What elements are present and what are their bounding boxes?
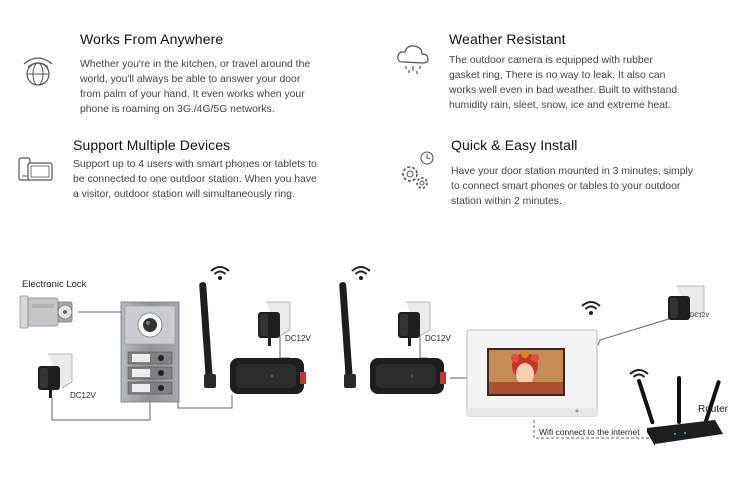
power-adapter — [398, 301, 431, 346]
feature-weather-resistant: Weather Resistant The outdoor camera is … — [0, 0, 750, 120]
rain-cloud-icon — [397, 45, 429, 74]
feature-title: Works From Anywhere — [80, 31, 224, 47]
wifi-transmitter — [199, 282, 306, 394]
feature-line: a visitor, outdoor station will simultan… — [73, 189, 295, 200]
feature-title: Weather Resistant — [449, 31, 566, 47]
feature-line: Whether you're in the kitchen, or travel… — [80, 59, 311, 70]
globe-wifi-icon — [23, 57, 53, 86]
wifi-receiver — [339, 282, 446, 394]
wifi-signal-icon — [351, 266, 371, 280]
feature-line: be connected to one outdoor station. Whe… — [73, 174, 317, 185]
wifi-signal-icon — [210, 266, 230, 280]
devices-icon — [18, 157, 53, 181]
power-adapter — [38, 353, 73, 398]
gears-clock-icon — [402, 151, 434, 189]
wifi-signal-icon — [581, 301, 601, 315]
feature-line: Support up to 4 users with smart phones … — [73, 159, 317, 170]
feature-line: phone is roaming on 3G./4G/5G networks. — [80, 104, 275, 115]
feature-line: station within 2 minutes. — [451, 196, 562, 207]
adapter-voltage-label: DC12V — [70, 391, 96, 400]
feature-line: works well even in bad weather. Built to… — [449, 85, 678, 96]
indoor-monitor — [466, 329, 598, 417]
adapter-voltage-label: DC12V — [425, 334, 451, 343]
power-adapter — [668, 285, 705, 320]
feature-line: Have your door station mounted in 3 minu… — [451, 166, 693, 177]
feature-quick-easy-install: Quick & Easy Install Have your door stat… — [0, 0, 750, 220]
feature-line: humidity rain, sleet, snow, ice and extr… — [449, 100, 671, 111]
feature-line: The outdoor camera is equipped with rubb… — [449, 55, 653, 66]
feature-support-multiple-devices: Support Multiple Devices Support up to 4… — [0, 0, 375, 220]
router-label: Router — [698, 404, 729, 415]
router — [637, 376, 723, 446]
feature-line: gasket ring, There is no way to leak. It… — [449, 70, 666, 81]
electronic-lock — [19, 295, 73, 329]
adapter-voltage-label: DC12V — [285, 334, 311, 343]
power-adapter — [258, 301, 291, 346]
wifi-internet-note: Wifi connect to the internet — [539, 427, 640, 437]
feature-line: from palm of your hand. It even works wh… — [80, 89, 305, 100]
outdoor-station-panel — [120, 301, 180, 403]
feature-line: to connect smart phones or tables to you… — [451, 181, 681, 192]
feature-title: Quick & Easy Install — [451, 137, 578, 153]
electronic-lock-label: Electronic Lock — [22, 279, 87, 290]
feature-works-from-anywhere: Works From Anywhere Whether you're in th… — [0, 0, 375, 120]
adapter-voltage-label: DC12V — [690, 313, 710, 319]
feature-title: Support Multiple Devices — [73, 137, 231, 153]
feature-line: world, you'll always be able to answer y… — [80, 74, 301, 85]
